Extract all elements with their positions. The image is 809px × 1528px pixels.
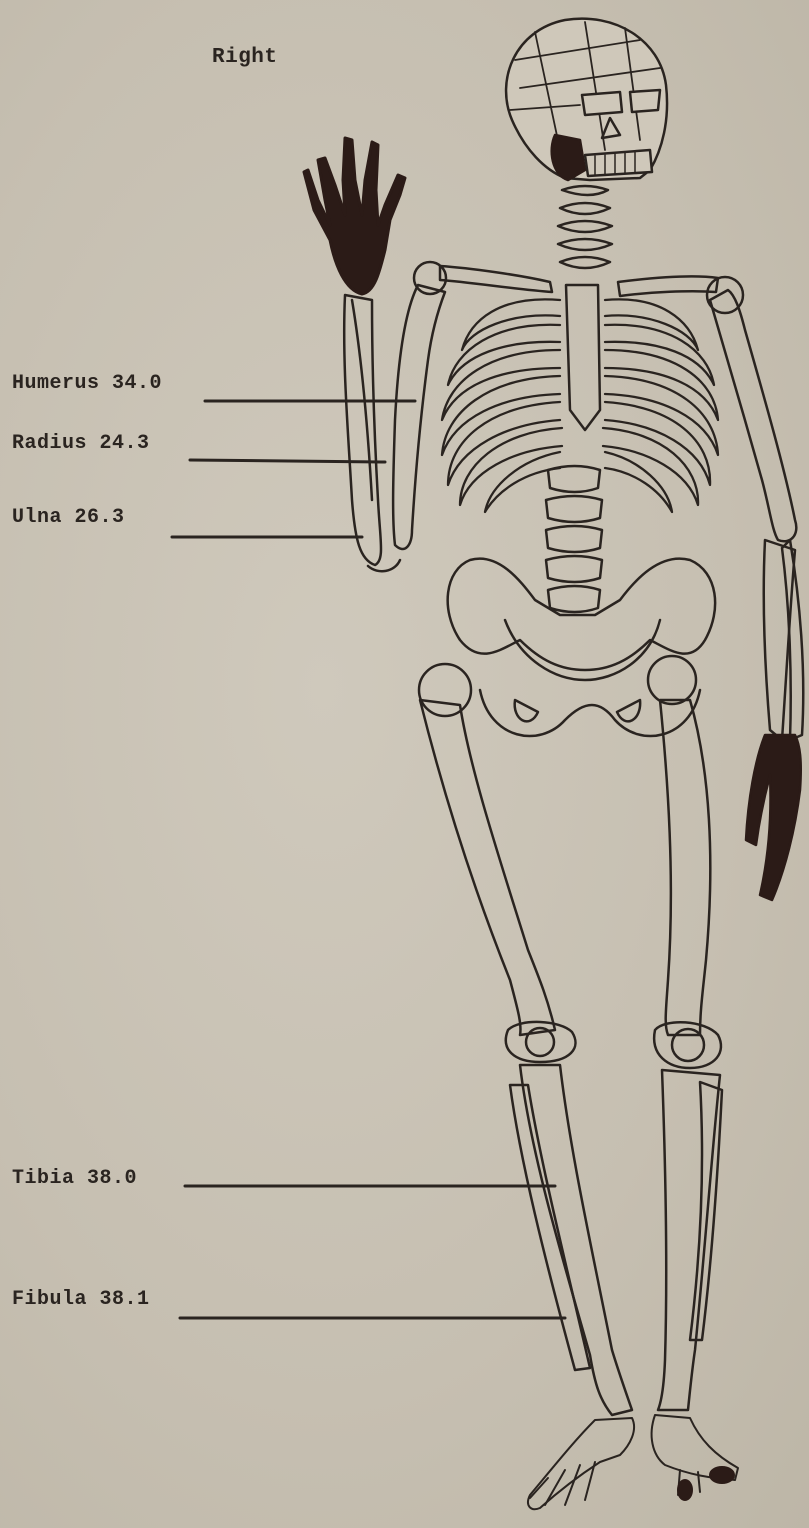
right-arm: [344, 285, 445, 571]
ulna-label: Ulna 26.3: [12, 506, 125, 529]
right-leg: [419, 664, 632, 1415]
tibia-label: Tibia 38.0: [12, 1167, 137, 1190]
cervical-spine: [558, 186, 612, 268]
left-hand: [746, 735, 801, 900]
humerus-label: Humerus 34.0: [12, 372, 162, 395]
lumbar-spine: [546, 466, 602, 612]
shoulder-girdle: [414, 262, 743, 313]
side-title: Right: [212, 46, 278, 69]
right-hand: [304, 138, 405, 294]
left-leg: [648, 656, 722, 1410]
radius-label: Radius 24.3: [12, 432, 150, 455]
fibula-label: Fibula 38.1: [12, 1288, 150, 1311]
feet: [528, 1415, 738, 1509]
ribs: [442, 299, 718, 512]
leader-lines: [172, 401, 565, 1318]
sternum: [566, 285, 600, 430]
left-arm: [710, 290, 803, 740]
radius-leader: [190, 460, 385, 462]
skull: [506, 19, 667, 180]
